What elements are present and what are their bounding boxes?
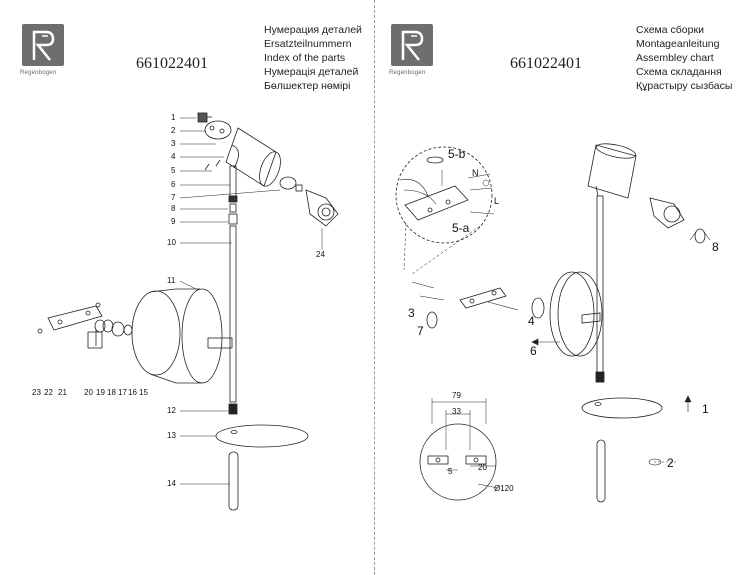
title-de: Montageanleitung bbox=[636, 38, 720, 50]
part-spike-14 bbox=[228, 451, 239, 511]
part-canopy-15 bbox=[131, 288, 181, 384]
part-label-6: 6 bbox=[171, 180, 176, 189]
page-divider bbox=[374, 0, 375, 575]
title-kz: Бөлшектер нөмірі bbox=[264, 80, 351, 92]
wire-label-l: L bbox=[494, 196, 500, 206]
dim-20: 20 bbox=[478, 463, 487, 472]
wire-label-n: N bbox=[472, 168, 479, 178]
part-label-5: 5 bbox=[171, 166, 176, 175]
part-label-20: 20 bbox=[84, 388, 93, 397]
title-de: Ersatzteilnummern bbox=[264, 38, 352, 50]
part-label-1: 1 bbox=[171, 113, 176, 122]
brand-logo-text-right: Regenbogen bbox=[389, 70, 426, 76]
part-label-7: 7 bbox=[171, 193, 176, 202]
logo-mark-icon bbox=[401, 30, 424, 61]
title-ru: Схема сборки bbox=[636, 24, 704, 36]
part-rod bbox=[228, 165, 238, 415]
part-washers-16-19 bbox=[94, 319, 133, 337]
part-label-2: 2 bbox=[171, 126, 176, 135]
part-label-10: 10 bbox=[167, 238, 176, 247]
part-label-23: 23 bbox=[32, 388, 41, 397]
assembled-bracket bbox=[459, 287, 507, 309]
title-en: Assembley chart bbox=[636, 52, 714, 64]
part-mounting-bracket-21 bbox=[47, 305, 103, 331]
step-label-8: 8 bbox=[712, 240, 719, 254]
part-label-16: 16 bbox=[128, 388, 137, 397]
step-label-4: 4 bbox=[528, 314, 535, 328]
logo-mark-icon bbox=[32, 30, 55, 61]
part-label-4: 4 bbox=[171, 152, 176, 161]
title-ru: Нумерация деталей bbox=[264, 24, 362, 36]
assembled-rod bbox=[581, 195, 605, 383]
dim-diameter: Ø120 bbox=[494, 484, 514, 493]
part-label-24: 24 bbox=[316, 250, 325, 259]
brand-logo-right bbox=[391, 24, 433, 66]
part-base-plate-13 bbox=[215, 424, 309, 448]
assembled-lampshade bbox=[587, 143, 637, 199]
assembly-titles: Схема сборки Montageanleitung Assembley … bbox=[636, 23, 732, 93]
model-number-left: 661022401 bbox=[136, 55, 208, 72]
assembled-canopy bbox=[549, 271, 603, 357]
part-label-22: 22 bbox=[44, 388, 53, 397]
assembled-bulb bbox=[649, 197, 711, 244]
part-cap-2 bbox=[204, 120, 232, 140]
part-socket-7 bbox=[279, 176, 303, 192]
part-label-9: 9 bbox=[171, 217, 176, 226]
part-screw-1 bbox=[197, 112, 212, 123]
part-terminal-20 bbox=[87, 330, 103, 349]
part-label-3: 3 bbox=[171, 139, 176, 148]
title-kz: Құрастыру сызбасы bbox=[636, 80, 733, 92]
assembled-washers bbox=[411, 281, 545, 329]
step-label-3: 3 bbox=[408, 306, 415, 320]
part-label-19: 19 bbox=[96, 388, 105, 397]
dim-5: 5 bbox=[448, 467, 453, 476]
part-label-11: 11 bbox=[167, 276, 176, 285]
part-screw-23 bbox=[37, 328, 43, 334]
title-ua: Схема складання bbox=[636, 66, 722, 78]
brand-logo-left bbox=[22, 24, 64, 66]
parts-index-titles: Нумерация деталей Ersatzteilnummern Inde… bbox=[264, 23, 362, 93]
title-en: Index of the parts bbox=[264, 52, 346, 64]
part-screw-top bbox=[95, 302, 101, 308]
part-label-8: 8 bbox=[171, 204, 176, 213]
step-label-7: 7 bbox=[417, 324, 424, 338]
part-label-14: 14 bbox=[167, 479, 176, 488]
direction-arrows bbox=[531, 338, 692, 466]
part-label-21: 21 bbox=[58, 388, 67, 397]
part-bulb-24 bbox=[305, 189, 339, 250]
part-wall-plate-11 bbox=[176, 288, 233, 384]
brand-logo-text-left: Regenbogen bbox=[20, 70, 57, 76]
step-label-2: 2 bbox=[667, 456, 674, 470]
part-label-18: 18 bbox=[107, 388, 116, 397]
step-label-5b: 5-b bbox=[448, 147, 466, 161]
part-label-13: 13 bbox=[167, 431, 176, 440]
step-label-1: 1 bbox=[702, 402, 709, 416]
dim-79: 79 bbox=[452, 391, 461, 400]
dim-33: 33 bbox=[452, 407, 461, 416]
part-lampshade bbox=[225, 127, 281, 187]
assembled-spike bbox=[596, 439, 606, 503]
part-label-12: 12 bbox=[167, 406, 176, 415]
model-number-right: 661022401 bbox=[510, 55, 582, 72]
detail-zoom-circle bbox=[395, 146, 495, 275]
step-label-5a: 5-a bbox=[452, 221, 470, 235]
step-label-6: 6 bbox=[530, 344, 537, 358]
dimension-drawing bbox=[419, 398, 499, 501]
title-ua: Нумерація деталей bbox=[264, 66, 359, 78]
part-label-17: 17 bbox=[118, 388, 127, 397]
part-screws-5 bbox=[204, 159, 221, 171]
assembled-base-plate bbox=[581, 397, 663, 419]
part-label-15: 15 bbox=[139, 388, 148, 397]
